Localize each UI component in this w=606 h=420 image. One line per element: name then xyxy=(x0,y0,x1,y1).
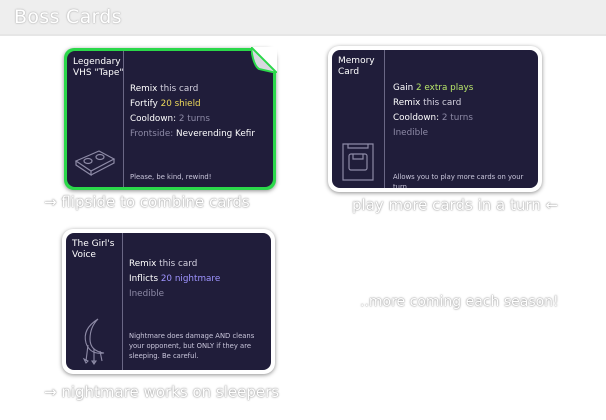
effect-text: this card xyxy=(156,259,198,269)
keyword: Remix xyxy=(130,84,158,94)
inedible-tag: Inedible xyxy=(129,289,165,299)
card-title: The Girl's Voice xyxy=(72,239,115,260)
page-title: Boss Cards xyxy=(14,6,122,28)
card-memory-card[interactable]: Memory Card Gain 2 extra plays Remix thi… xyxy=(328,46,542,192)
keyword: Frontside: xyxy=(130,129,174,139)
keyword: Cooldown: xyxy=(130,114,177,124)
effect-text: this card xyxy=(157,84,199,94)
nightmare-value: 20 nightmare xyxy=(160,274,221,284)
keyword: Remix xyxy=(393,98,421,108)
card-divider xyxy=(384,50,385,188)
card-girls-voice[interactable]: The Girl's Voice Remix this card Inflict… xyxy=(62,229,275,374)
frontside-value: Neverending Kefir xyxy=(173,129,255,139)
cooldown-value: 2 turns xyxy=(176,114,210,124)
vhs-tape-icon xyxy=(74,150,116,177)
keyword: Cooldown: xyxy=(393,113,440,123)
caption-flipside: → flipside to combine cards xyxy=(44,193,250,211)
cooldown-value: 2 turns xyxy=(439,113,473,123)
card-title: Memory Card xyxy=(338,56,375,77)
flavor-text: Please, be kind, rewind! xyxy=(130,173,212,181)
header-bar: Boss Cards xyxy=(0,0,606,36)
card-divider xyxy=(123,51,124,187)
folded-corner-icon xyxy=(251,47,277,73)
keyword: Remix xyxy=(129,259,157,269)
card-effects: Remix this card Inflicts 20 nightmare In… xyxy=(129,257,220,302)
flavor-text: Allows you to play more cards on your tu… xyxy=(393,173,524,188)
moon-dreamcatcher-icon xyxy=(82,318,105,365)
keyword: Fortify xyxy=(130,99,158,109)
flavor-text: Nightmare does damage AND cleans your op… xyxy=(129,332,255,360)
extra-plays-value: 2 extra plays xyxy=(416,83,474,93)
effect-text: this card xyxy=(420,98,462,108)
card-vhs-tape[interactable]: Legendary VHS "Tape" Remix this card For… xyxy=(64,47,277,190)
card-divider xyxy=(122,233,123,370)
shield-value: 20 shield xyxy=(160,99,201,109)
keyword: Gain xyxy=(393,83,414,93)
card-title: Legendary VHS "Tape" xyxy=(73,57,124,78)
inedible-tag: Inedible xyxy=(393,128,429,138)
card-effects: Gain 2 extra plays Remix this card Coold… xyxy=(393,81,473,141)
caption-nightmare: → nightmare works on sleepers xyxy=(44,383,280,401)
caption-coming-soon: ..more coming each season! xyxy=(360,294,559,310)
memory-card-icon xyxy=(342,143,374,181)
caption-more-plays: play more cards in a turn ← xyxy=(352,196,559,214)
keyword: Inflicts xyxy=(129,274,159,284)
card-effects: Remix this card Fortify 20 shield Cooldo… xyxy=(130,82,255,142)
